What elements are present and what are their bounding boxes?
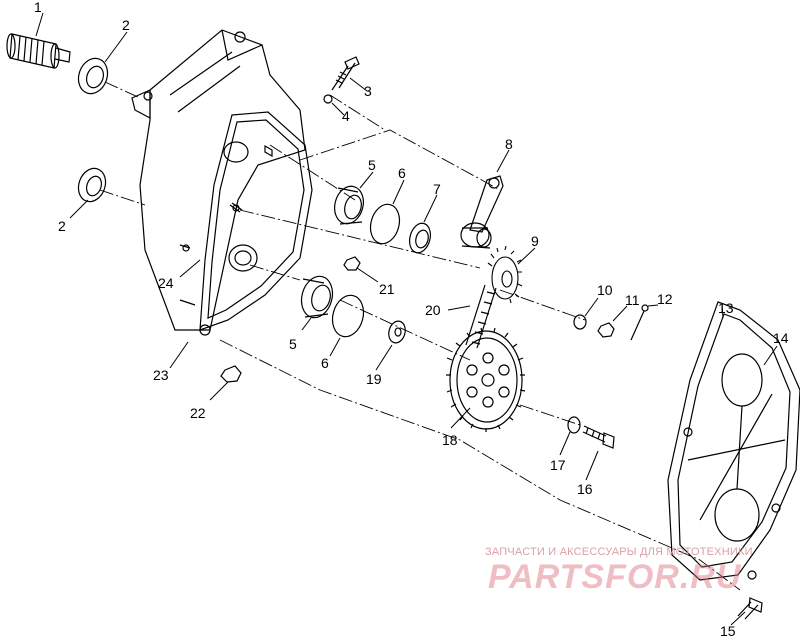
callout-6-upper: 6 — [398, 165, 406, 181]
callout-8: 8 — [505, 136, 513, 152]
callout-21: 21 — [379, 281, 395, 297]
part-12-pin-head — [641, 304, 649, 312]
part-6-snap-ring-lower — [331, 294, 365, 338]
callout-2-lower: 2 — [58, 218, 66, 234]
callout-22: 22 — [190, 405, 206, 421]
part-6-snap-ring-upper — [369, 203, 401, 245]
part-4-washer — [323, 94, 333, 104]
centerlines — [99, 81, 741, 591]
callout-19: 19 — [366, 371, 382, 387]
callout-5-lower: 5 — [289, 336, 297, 352]
part-22-nut — [220, 365, 242, 383]
callout-12: 12 — [657, 291, 673, 307]
callout-1: 1 — [34, 0, 42, 15]
callout-24: 24 — [158, 275, 174, 291]
part-8-tensioner-arm — [460, 175, 504, 249]
callout-23: 23 — [153, 367, 169, 383]
part-16-bolt — [582, 425, 615, 449]
callout-15: 15 — [720, 623, 736, 639]
callout-4: 4 — [342, 108, 350, 124]
part-2-seal-lower — [77, 167, 107, 203]
callout-2-upper: 2 — [122, 17, 130, 33]
callout-17: 17 — [550, 457, 566, 473]
callout-6-lower: 6 — [321, 355, 329, 371]
part-5-bearing-upper — [334, 185, 364, 225]
callout-20: 20 — [425, 302, 441, 318]
part-24-stud — [229, 202, 243, 213]
callout-16: 16 — [577, 481, 593, 497]
callout-11: 11 — [625, 292, 640, 308]
callout-10: 10 — [597, 282, 613, 298]
part-10-washer — [573, 314, 587, 330]
callout-13: 13 — [718, 300, 734, 316]
part-3-bolt — [331, 56, 360, 91]
part-15-bolt — [737, 597, 763, 620]
part-19-washer — [388, 320, 406, 344]
part-9-upper-sprocket — [487, 245, 523, 304]
part-17-washer — [567, 416, 581, 434]
watermark-logo: PARTSFOR.RU — [488, 558, 742, 596]
part-23-case-housing — [131, 29, 313, 336]
part-11-nut — [597, 322, 615, 338]
callout-9: 9 — [531, 233, 539, 249]
callout-7: 7 — [433, 181, 441, 197]
part-18-lower-sprocket — [446, 327, 526, 432]
callout-5-upper: 5 — [368, 157, 376, 173]
part-5-bearing-lower — [300, 275, 334, 319]
callout-18: 18 — [442, 432, 458, 448]
callout-14: 14 — [773, 330, 789, 346]
part-1-splined-shaft — [6, 33, 71, 69]
part-13-14-chain-case-cover — [667, 301, 800, 581]
part-12-cotter-pin — [630, 310, 645, 341]
callout-3: 3 — [364, 83, 372, 99]
watermark-tagline: ЗАПЧАСТИ И АКСЕССУАРЫ ДЛЯ МОТОТЕХНИКИ — [485, 546, 753, 558]
part-21-nut — [343, 256, 361, 271]
leader-lines — [35, 12, 778, 626]
part-7-seal — [408, 222, 432, 254]
part-2-seal-upper — [77, 57, 109, 95]
